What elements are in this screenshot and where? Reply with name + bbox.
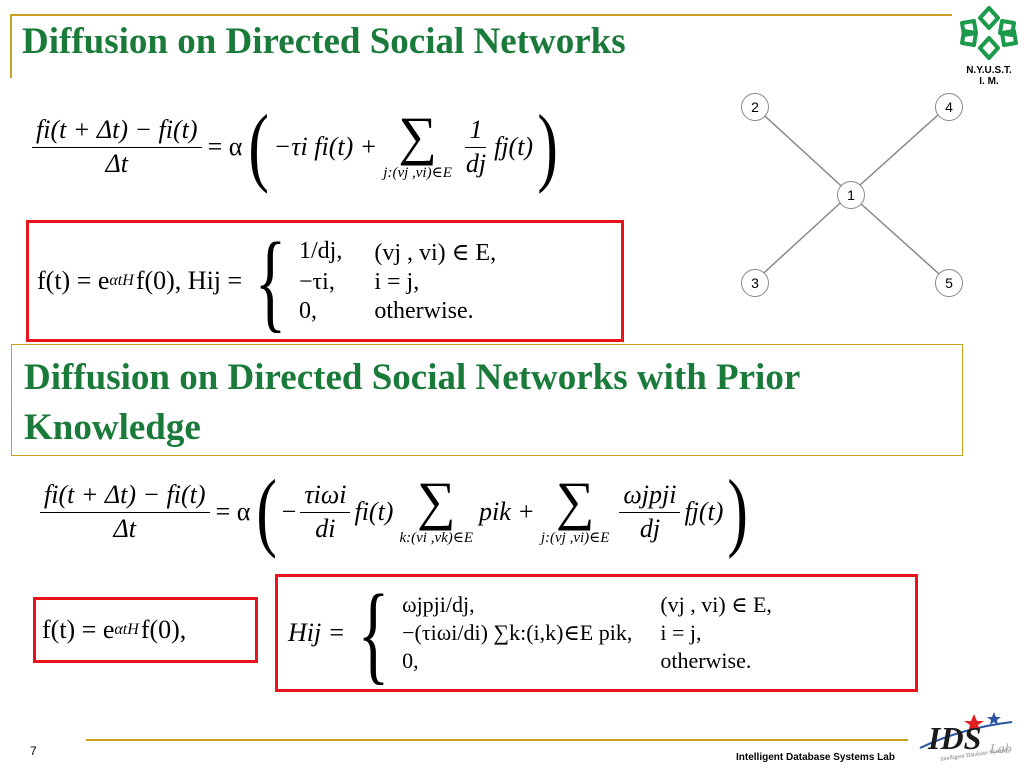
graph-node-3: 3 [741, 269, 769, 297]
graph-edges [753, 105, 949, 283]
eq1-frac-numerator: 1 [465, 115, 487, 148]
eq2-case-3-value: 0, [299, 297, 317, 324]
eq1-lhs-numerator: fi(t + Δt) − fi(t) [32, 115, 202, 148]
logo-text-2: I. M. [979, 76, 999, 87]
eq1-sum-subscript: j:(vj ,vi)∈E [383, 164, 452, 181]
snowflake-logo-icon [960, 6, 1018, 60]
equation-1: fi(t + Δt) − fi(t) Δt = α ( −τi fi(t) + … [28, 92, 562, 202]
eq4-case-2-value: −(τiωi/di) ∑k:(i,k)∈E pik, [402, 620, 633, 645]
eq1-lhs-denominator: Δt [105, 148, 129, 178]
title-accent-bar [10, 14, 952, 78]
university-logo: N.Y.U.S.T. I. M. [954, 4, 1024, 88]
page-number: 7 [30, 744, 37, 758]
eq3-sum2-icon: ∑ [555, 471, 595, 532]
eq2-exponent: αtH [109, 272, 134, 289]
equation-2-box: f(t) = e αtH f(0), Hij = { 1/dj, (vj , v… [26, 220, 624, 342]
eq4-case-2-cond: i = j, [660, 620, 702, 645]
eq3-fj: fj(t) [684, 497, 724, 526]
eq3-lhs-denominator: Δt [113, 513, 137, 543]
graph-node-4: 4 [935, 93, 963, 121]
eq2-case-3-cond: otherwise. [374, 297, 474, 324]
eq2-rhs: f(0), Hij = [135, 266, 243, 295]
eq4-hij: Hij = [288, 618, 346, 647]
eq2-case-1-cond: (vj , vi) ∈ E, [374, 239, 497, 266]
eq2-case-2-cond: i = j, [374, 268, 420, 295]
eq2-cases: 1/dj, (vj , vi) ∈ E, −τi, i = j, 0, othe… [299, 238, 496, 325]
subtitle-box: Diffusion on Directed Social Networks wi… [11, 344, 963, 456]
ids-logo-text: IDS [928, 720, 982, 756]
eq4-case-3-value: 0, [402, 648, 419, 673]
eq1-term2: fj(t) [494, 132, 534, 161]
eq3-sum1-subscript: k:(vi ,vk)∈E [399, 529, 474, 546]
ids-logo-sub: Lab [990, 742, 1012, 757]
eq4-cases: ωjpji/dj, (vj , vi) ∈ E, −(τiωi/di) ∑k:(… [402, 592, 772, 674]
equation-3: fi(t + Δt) − fi(t) Δt = α ( − τiωi di fi… [36, 462, 753, 562]
eq3-frac2-numerator: ωjpji [619, 480, 681, 513]
eq1-frac-denominator: dj [465, 148, 487, 178]
eq4-case-1-cond: (vj , vi) ∈ E, [660, 592, 772, 617]
eq3-left-paren: ( [256, 463, 278, 560]
eq1-sum-icon: ∑ [398, 106, 437, 167]
eq3-frac1-denominator: di [315, 513, 336, 543]
eq2-brace-icon: { [254, 220, 287, 342]
eq3-sum2-subscript: j:(vj ,vi)∈E [540, 529, 610, 546]
eq4-lhs: f(t) = e [42, 615, 115, 644]
footer-lab-name: Intelligent Database Systems Lab [736, 752, 895, 763]
graph-node-2: 2 [741, 93, 769, 121]
eq4-case-1-value: ωjpji/dj, [402, 592, 475, 617]
slide-title: Diffusion on Directed Social Networks [22, 21, 626, 62]
eq3-frac2-denominator: dj [639, 513, 661, 543]
eq2-case-1-value: 1/dj, [299, 237, 343, 264]
network-graph: 1 2 3 4 5 [730, 88, 970, 300]
eq1-right-paren: ) [537, 98, 559, 195]
section-subtitle: Diffusion on Directed Social Networks wi… [24, 357, 800, 448]
eq1-equals-alpha: = α [207, 132, 243, 161]
eq1-left-paren: ( [248, 98, 270, 195]
graph-node-5: 5 [935, 269, 963, 297]
eq2-lhs: f(t) = e [37, 266, 110, 295]
eq3-right-paren: ) [727, 463, 749, 560]
graph-node-1: 1 [837, 181, 865, 209]
eq4-rhs: f(0), [140, 615, 187, 644]
eq4-case-3-cond: otherwise. [660, 648, 752, 673]
eq3-minus: − [281, 497, 297, 526]
equation-4-right-box: Hij = { ωjpji/dj, (vj , vi) ∈ E, −(τiωi/… [275, 574, 918, 692]
ids-lab-logo: IDS Lab Intelligent Database Systems [912, 708, 1022, 766]
ids-logo-icon [919, 712, 1013, 749]
eq4-brace-icon: { [357, 572, 390, 694]
eq3-equals-alpha: = α [215, 497, 251, 526]
eq3-lhs-numerator: fi(t + Δt) − fi(t) [40, 480, 210, 513]
equation-4-left-box: f(t) = e αtH f(0), [33, 597, 258, 663]
eq4-exponent: αtH [114, 621, 139, 638]
eq3-fi: fi(t) [354, 497, 394, 526]
eq3-frac1-numerator: τiωi [300, 480, 351, 513]
logo-text-1: N.Y.U.S.T. [966, 65, 1012, 76]
eq3-sum1-icon: ∑ [417, 471, 456, 532]
footer-line [86, 739, 908, 741]
eq1-term1: −τi fi(t) + [273, 132, 378, 161]
eq3-pik: pik + [479, 497, 535, 526]
eq2-case-2-value: −τi, [299, 268, 335, 295]
